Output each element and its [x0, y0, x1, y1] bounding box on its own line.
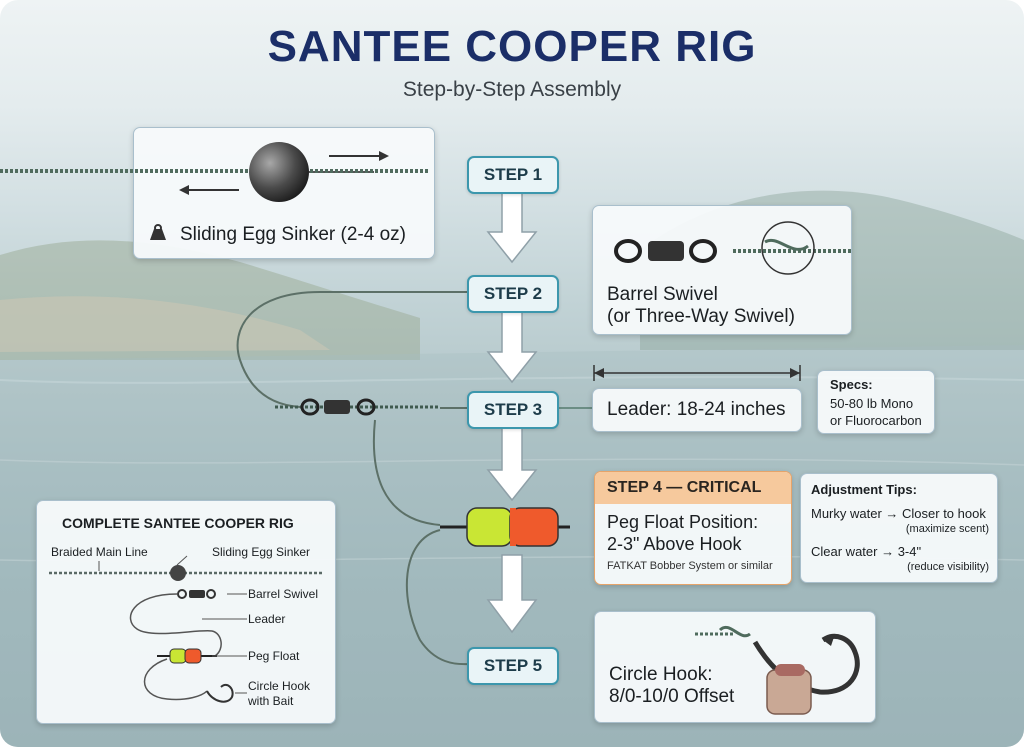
- swivel-label-line1: Barrel Swivel: [607, 284, 718, 305]
- tip1-sub: (maximize scent): [905, 523, 989, 535]
- overview-label-hook: Circle Hook: [248, 679, 311, 693]
- hook-label-line2: 8/0-10/0 Offset: [609, 686, 735, 707]
- overview-label-main-line: Braided Main Line: [51, 545, 148, 559]
- step2-panel: Barrel Swivel (or Three-Way Swivel): [592, 205, 852, 335]
- overview-panel: COMPLETE SANTEE COOPER RIG Braided Main …: [36, 500, 336, 724]
- tip2-sub: (reduce visibility): [907, 561, 989, 573]
- tips-title: Adjustment Tips:: [811, 482, 917, 497]
- step1-badge: STEP 1: [467, 156, 559, 194]
- page-title: SANTEE COOPER RIG: [267, 22, 757, 71]
- tip1-main: Murky water → Closer to hook: [811, 506, 986, 521]
- step5-panel: Circle Hook: 8/0-10/0 Offset: [594, 611, 876, 723]
- step3-badge: STEP 3: [467, 391, 559, 429]
- hook-label-line1: Circle Hook:: [609, 664, 713, 685]
- overview-label-peg-float: Peg Float: [248, 649, 300, 663]
- overview-title: COMPLETE SANTEE COOPER RIG: [62, 515, 294, 531]
- overview-label-bait: with Bait: [248, 694, 294, 708]
- leader-label: Leader: 18-24 inches: [607, 399, 786, 420]
- step1-panel: Sliding Egg Sinker (2-4 oz): [133, 127, 435, 259]
- step2-badge: STEP 2: [467, 275, 559, 313]
- overview-diagram: [49, 555, 323, 703]
- step4-header: STEP 4 — CRITICAL: [595, 472, 791, 504]
- float-note: FATKAT Bobber System or similar: [607, 560, 773, 572]
- page-subtitle: Step-by-Step Assembly: [402, 78, 622, 101]
- specs-line2: or Fluorocarbon: [830, 413, 922, 428]
- step4-panel: STEP 4 — CRITICAL Peg Float Position: 2-…: [594, 471, 792, 585]
- specs-panel: Specs: 50-80 lb Mono or Fluorocarbon: [817, 370, 935, 434]
- step3-panel: Leader: 18-24 inches: [592, 388, 802, 432]
- specs-title: Specs:: [830, 377, 873, 392]
- float-position-line1: Peg Float Position:: [607, 512, 759, 532]
- step5-badge: STEP 5: [467, 647, 559, 685]
- overview-label-sinker: Sliding Egg Sinker: [212, 545, 311, 559]
- float-position-line2: 2-3" Above Hook: [607, 534, 742, 554]
- specs-line1: 50-80 lb Mono: [830, 396, 914, 411]
- tip2-main: Clear water → 3-4": [811, 544, 922, 559]
- overview-label-leader: Leader: [248, 612, 286, 626]
- overview-label-swivel: Barrel Swivel: [248, 587, 319, 601]
- weight-icon: [149, 224, 167, 240]
- sinker-label: Sliding Egg Sinker (2-4 oz): [180, 224, 406, 245]
- egg-sinker-illustration: [179, 142, 389, 202]
- barrel-swivel-illustration: [614, 221, 851, 275]
- circle-hook-illustration: [695, 626, 860, 715]
- tips-panel: Adjustment Tips: Murky water → Closer to…: [800, 473, 998, 583]
- swivel-label-line2: (or Three-Way Swivel): [607, 306, 795, 327]
